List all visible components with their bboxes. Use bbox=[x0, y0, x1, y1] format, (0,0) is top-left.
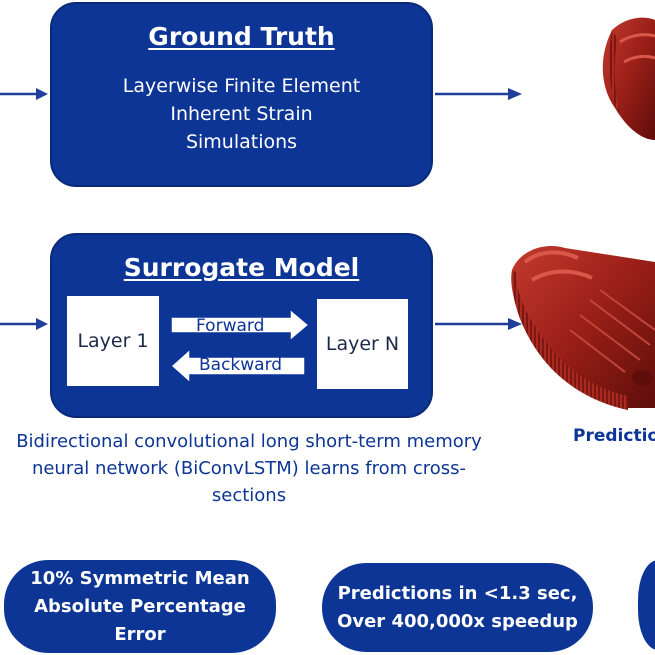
caption-line: neural network (BiConvLSTM) learns from … bbox=[31, 458, 467, 479]
model-caption: Bidirectional convolutional long short-t… bbox=[0, 428, 498, 509]
stat-line: Over 400,000x speedup bbox=[337, 610, 578, 632]
stat-pill-partial bbox=[638, 560, 655, 650]
ground-truth-line: Layerwise Finite Element bbox=[122, 75, 361, 97]
backward-arrow bbox=[169, 347, 306, 385]
stat-line: 10% Symmetric Mean bbox=[30, 567, 250, 589]
ground-truth-description: Layerwise Finite Element Inherent Strain… bbox=[52, 72, 431, 156]
output-arrow-bottom bbox=[435, 318, 522, 330]
caption-line: sections bbox=[211, 485, 287, 506]
prediction-part-render bbox=[511, 246, 655, 410]
input-arrow-top bbox=[0, 88, 48, 100]
ground-truth-line: Simulations bbox=[185, 131, 298, 153]
stat-line: Error bbox=[114, 623, 166, 645]
layer-n-block: Layer N bbox=[317, 299, 408, 389]
input-arrow-bottom bbox=[0, 318, 48, 330]
stat-line: Absolute Percentage bbox=[34, 595, 246, 617]
ground-truth-box: Ground Truth Layerwise Finite Element In… bbox=[50, 2, 433, 187]
ground-truth-title: Ground Truth bbox=[148, 22, 335, 51]
caption-line: Bidirectional convolutional long short-t… bbox=[16, 431, 482, 452]
stat-pill-error: 10% Symmetric Mean Absolute Percentage E… bbox=[4, 560, 276, 653]
prediction-label: Predictio bbox=[573, 426, 655, 446]
layer-1-block: Layer 1 bbox=[67, 296, 159, 386]
backward-label: Backward bbox=[199, 355, 283, 375]
ground-truth-line: Inherent Strain bbox=[170, 103, 313, 125]
output-arrow-top bbox=[435, 88, 522, 100]
forward-label: Forward bbox=[196, 316, 265, 336]
stat-pill-speed: Predictions in <1.3 sec, Over 400,000x s… bbox=[322, 563, 593, 652]
ground-truth-part-render bbox=[602, 17, 655, 141]
forward-arrow bbox=[170, 307, 311, 343]
stat-line: Predictions in <1.3 sec, bbox=[337, 582, 578, 604]
surrogate-model-title: Surrogate Model bbox=[123, 253, 360, 282]
